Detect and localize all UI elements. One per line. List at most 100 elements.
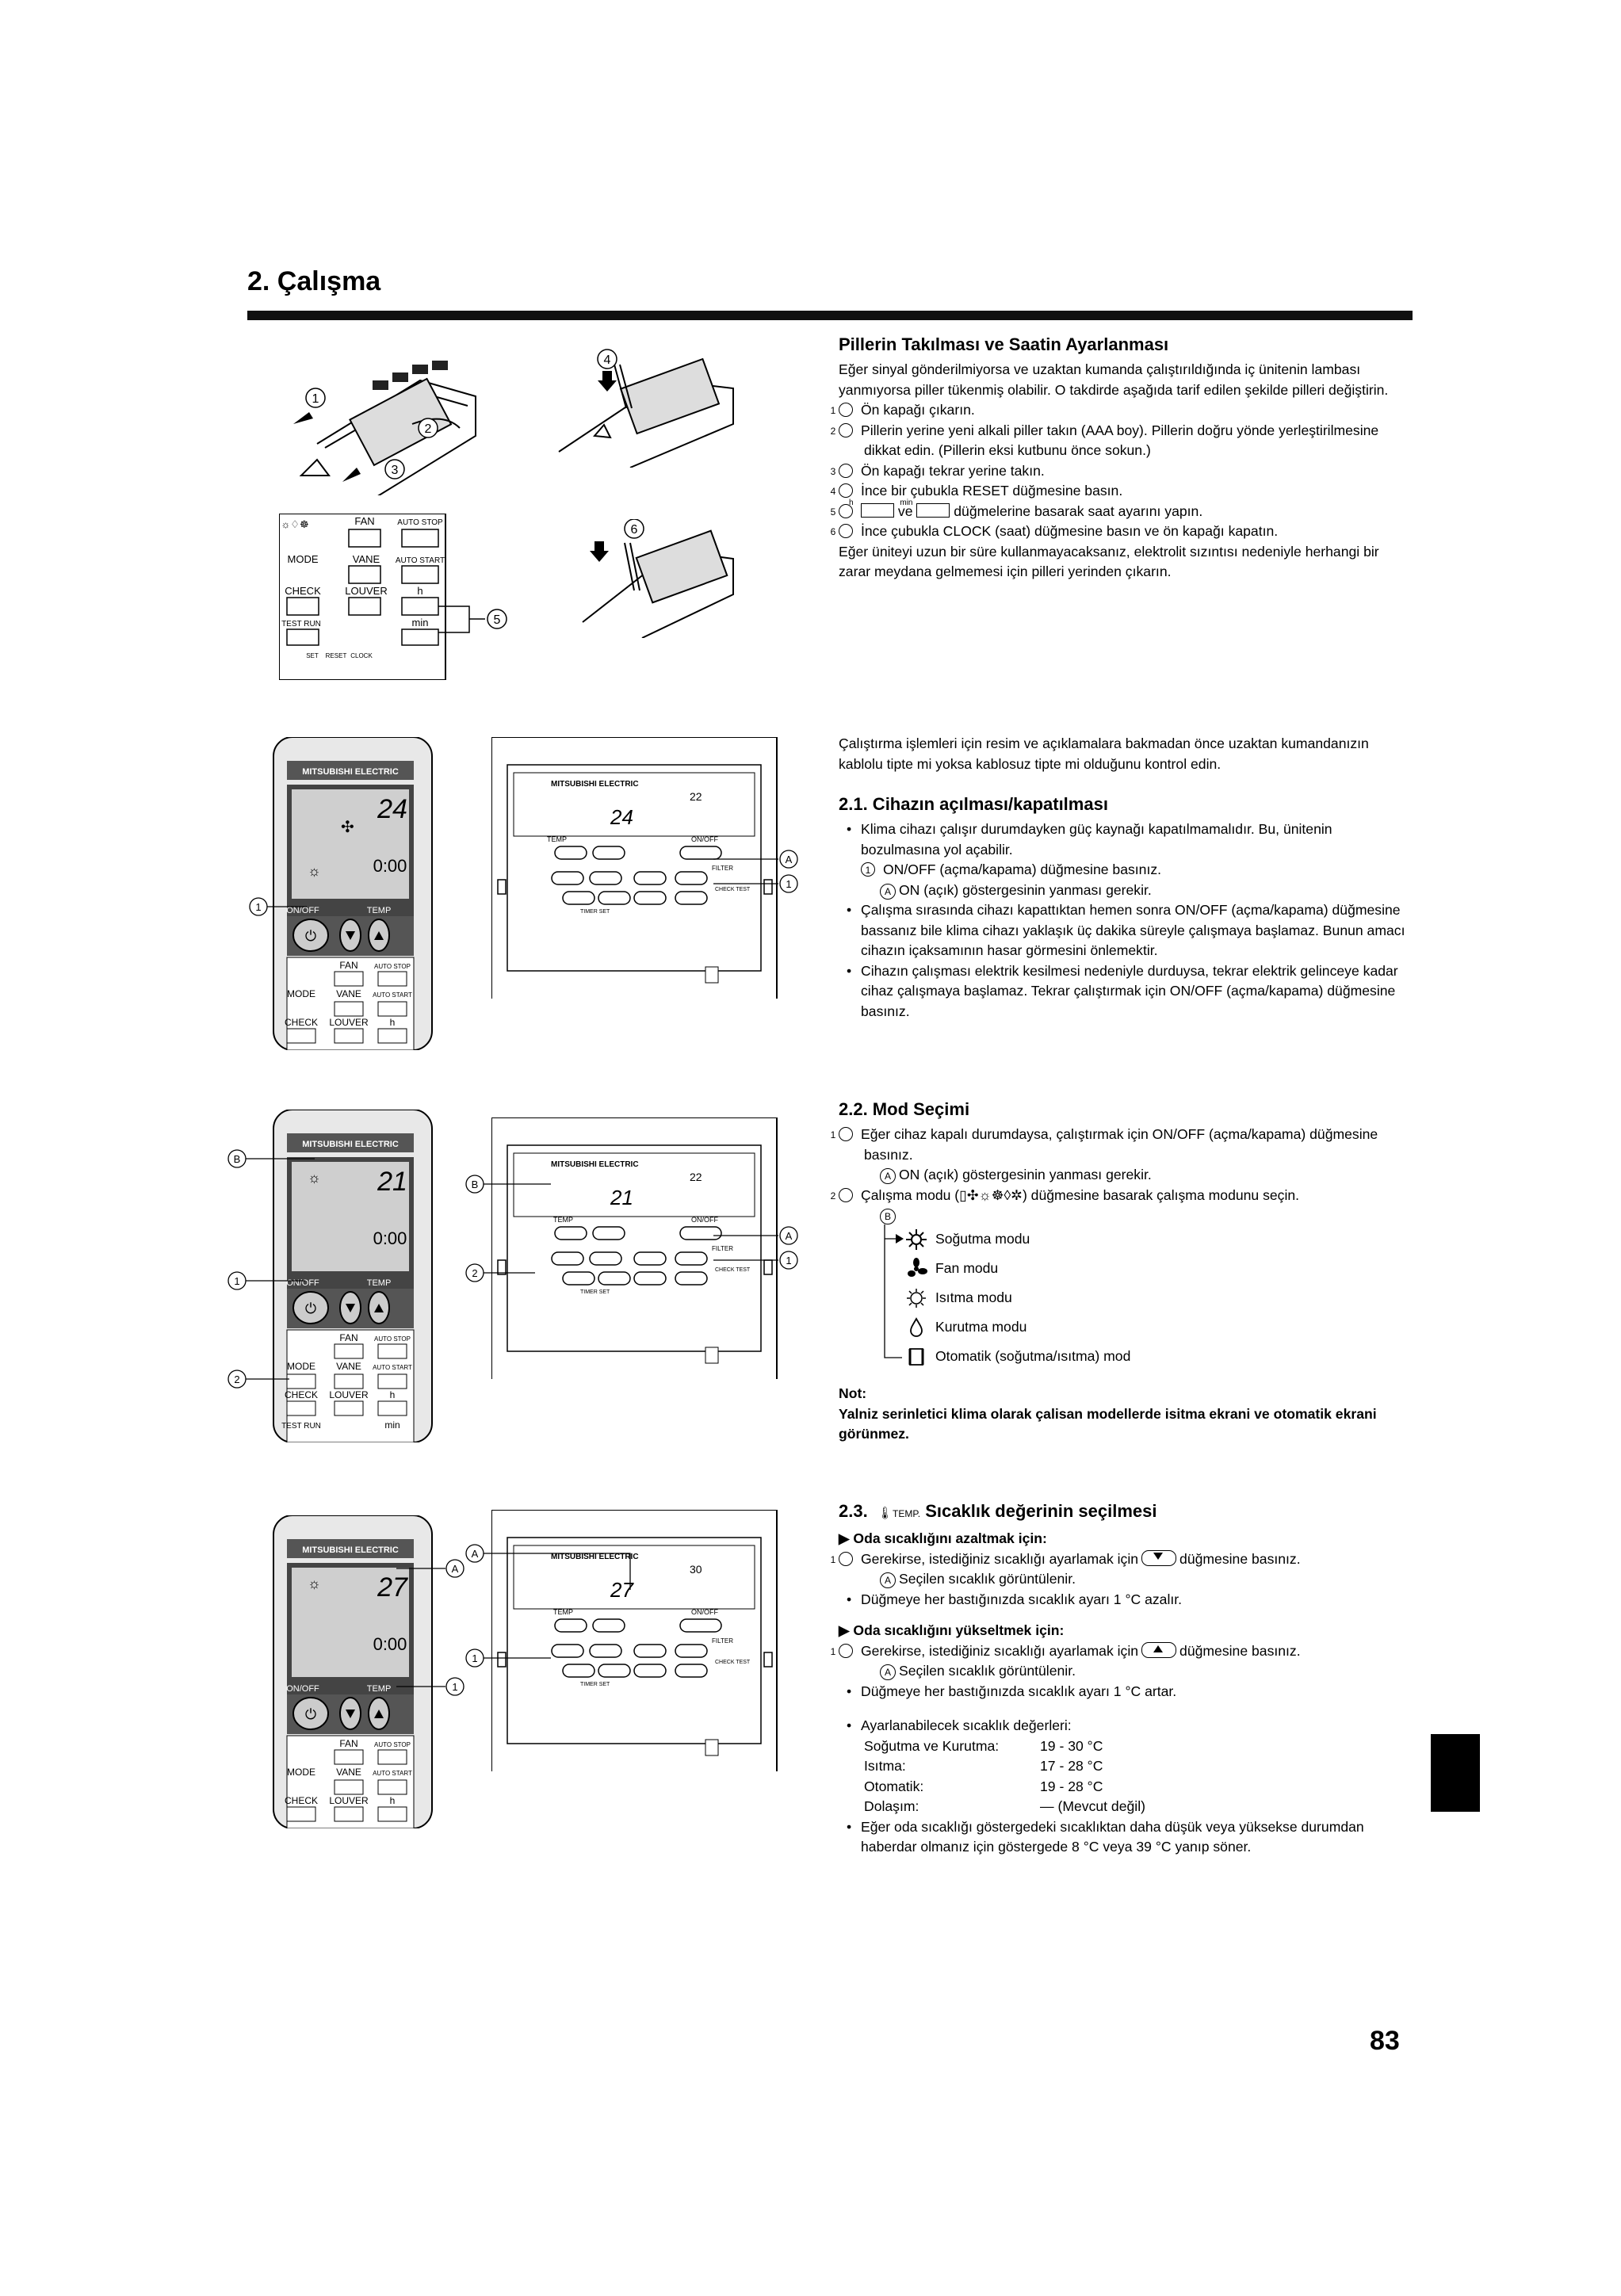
s22-note-text: Yalniz serinletici klima olarak çalisan … [839,1405,1377,1442]
wireless-remote-figure-2: MITSUBISHI ELECTRIC 21 0:00 ☼ ON/OFF TEM… [273,1110,433,1442]
svg-text:24: 24 [610,805,633,829]
svg-text:☼♢☸: ☼♢☸ [281,518,308,530]
svg-text:✣: ✣ [341,819,354,836]
mode-list: Soğutma modu Fan modu Isıtma modu Kurutm… [884,1224,1413,1371]
s21-bullet-1: Klima cihazı çalışır durumdayken güç kay… [839,819,1413,860]
svg-text:LOUVER: LOUVER [329,1017,369,1028]
svg-text:LOUVER: LOUVER [329,1795,369,1806]
callout-remote-2: B [227,1149,315,1168]
svg-text:VANE: VANE [336,1767,361,1778]
svg-text:TIMER SET: TIMER SET [580,909,610,915]
svg-text:MITSUBISHI ELECTRIC: MITSUBISHI ELECTRIC [551,1160,639,1169]
power-icon: ⏻ [305,1706,316,1722]
mode-bracket [884,1224,904,1358]
table-row: Isıtma:17 - 28 °C [864,1758,1103,1774]
s23-down-title: ▶ Oda sıcaklığını azaltmak için: [839,1530,1047,1546]
svg-text:FAN: FAN [339,960,357,971]
svg-text:22: 22 [690,1171,702,1183]
svg-text:MITSUBISHI ELECTRIC: MITSUBISHI ELECTRIC [551,1553,639,1561]
svg-text:TEMP: TEMP [367,906,392,915]
svg-text:2: 2 [472,1267,477,1279]
heat-mode-icon [907,1288,926,1308]
svg-text:0:00: 0:00 [373,856,407,876]
mode-auto: Otomatik (soğutma/ısıtma) mod [905,1342,1413,1371]
min-button-icon: min [900,499,950,518]
svg-text:MODE: MODE [288,553,319,565]
s22-step-B: B [839,1205,1413,1224]
svg-text:21: 21 [377,1167,407,1197]
mode-icons-inline-icon: ▯✣☼☸◊✲ [959,1186,1023,1203]
s22-note-label: Not: [839,1385,867,1401]
svg-text:TEMP: TEMP [553,1216,573,1224]
power-icon: ⏻ [305,928,316,944]
callout-3: 3 [392,464,399,477]
svg-text:TEST RUN: TEST RUN [281,620,321,628]
callout-remote-4: 2 [227,1370,289,1389]
svg-text:2: 2 [234,1373,239,1385]
svg-text:27: 27 [377,1572,408,1603]
callout-1: 1 [312,392,319,406]
temp-icon: 🌡︎ [877,1507,893,1520]
svg-text:VANE: VANE [336,1361,361,1372]
svg-text:A: A [786,854,793,865]
svg-text:FILTER: FILTER [712,1245,733,1252]
svg-text:1: 1 [786,878,791,890]
svg-text:FAN: FAN [354,515,374,527]
temp-down-button-icon [1141,1549,1177,1566]
battery-insert-figure: 1 2 3 [293,361,476,495]
svg-text:TIMER SET: TIMER SET [580,1682,610,1687]
svg-text:AUTO START: AUTO START [373,1770,412,1777]
svg-text:CHECK TEST: CHECK TEST [715,887,751,892]
callout-remote-5: A 1 [396,1559,465,1696]
svg-text:MITSUBISHI ELECTRIC: MITSUBISHI ELECTRIC [302,1140,399,1149]
svg-text:0:00: 0:00 [373,1228,407,1248]
s22-heading: 2.2. Mod Seçimi [839,1099,970,1119]
cool-mode-icon: ☼ [308,863,321,879]
arrow-right-icon: ▶ [839,1622,850,1638]
svg-text:B: B [472,1179,479,1190]
battery-heading: Pillerin Takılması ve Saatin Ayarlanması [839,334,1169,354]
svg-text:MITSUBISHI ELECTRIC: MITSUBISHI ELECTRIC [302,1545,399,1555]
battery-outro: Eğer üniteyi uzun bir süre kullanmayacak… [839,543,1379,580]
table-row: Soğutma ve Kurutma:19 - 30 °C [864,1737,1103,1754]
svg-text:CHECK TEST: CHECK TEST [715,1267,751,1273]
svg-text:LOUVER: LOUVER [329,1389,369,1400]
svg-text:CHECK TEST: CHECK TEST [715,1660,751,1665]
svg-text:CHECK: CHECK [285,585,321,597]
svg-text:h: h [390,1389,396,1400]
svg-text:MITSUBISHI ELECTRIC: MITSUBISHI ELECTRIC [551,780,639,789]
svg-text:MODE: MODE [287,988,315,999]
svg-text:AUTO START: AUTO START [396,556,445,565]
mode-fan: Fan modu [905,1254,1413,1283]
svg-text:MODE: MODE [287,1361,315,1372]
reset-stick-figure: 4 [558,349,734,468]
svg-text:AUTO STOP: AUTO STOP [374,1741,411,1748]
svg-text:1: 1 [786,1255,791,1266]
svg-text:24: 24 [377,794,407,824]
power-icon: ⏻ [305,1301,316,1316]
s21-bullet-2: Çalışma sırasında cihazı kapattıktan hem… [839,900,1413,961]
svg-text:h: h [390,1017,396,1028]
svg-text:MODE: MODE [287,1767,315,1778]
svg-text:h: h [390,1795,396,1806]
s23-up-bullet: Düğmeye her bastığınızda sıcaklık ayarı … [839,1682,1413,1702]
cool-mode-icon: ☼ [308,1170,321,1186]
callout-5: 5 [494,613,501,627]
svg-text:0:00: 0:00 [373,1634,407,1654]
page-number: 83 [1370,2026,1400,2056]
svg-text:h: h [417,585,422,597]
mode-cool: Soğutma modu [905,1224,1413,1254]
auto-mode-icon [908,1347,924,1366]
